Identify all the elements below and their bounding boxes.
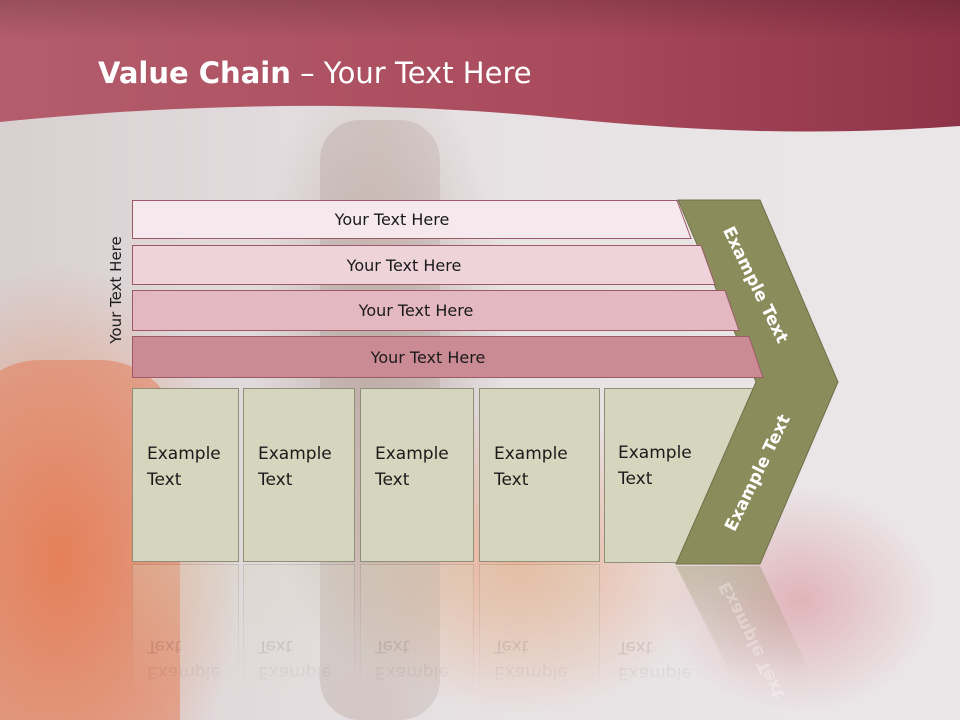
support-bar-3-shape	[132, 290, 740, 331]
support-bar-2-shape	[132, 245, 716, 285]
support-bar-4: Your Text Here	[132, 336, 764, 378]
support-bar-4-label: Your Text Here	[370, 347, 486, 367]
support-bar-4-shape	[132, 336, 764, 378]
support-bar-3: Your Text Here	[132, 290, 740, 331]
page-title: Value Chain – Your Text Here	[98, 56, 532, 90]
side-vertical-label: Your Text Here	[107, 236, 125, 344]
support-bar-1-label: Your Text Here	[334, 210, 450, 229]
support-bar-1-shape	[132, 200, 692, 239]
support-bar-1: Your Text Here	[132, 200, 692, 239]
support-bar-2-label: Your Text Here	[346, 255, 462, 275]
margin-chevron	[675, 199, 839, 676]
support-bar-2: Your Text Here	[132, 245, 716, 285]
header-banner	[0, 0, 960, 132]
support-bar-3-label: Your Text Here	[358, 301, 474, 320]
